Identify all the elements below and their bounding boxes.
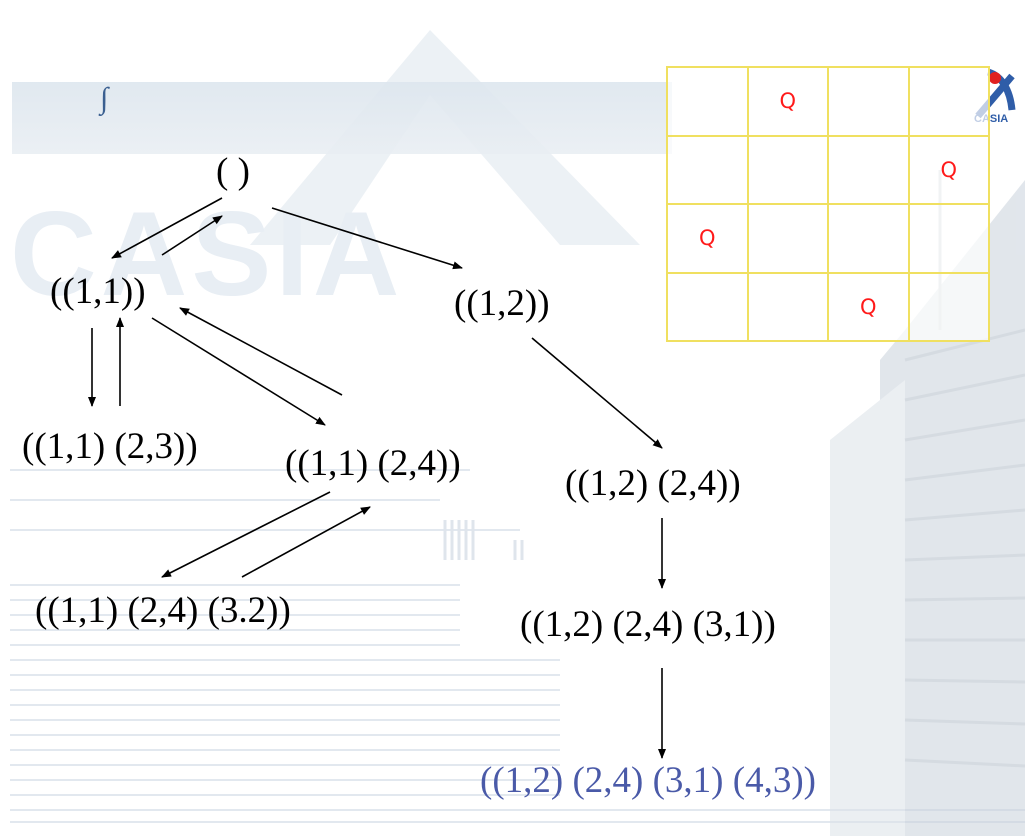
node-root: ( ) bbox=[216, 151, 250, 192]
edge-root-to-11 bbox=[111, 197, 223, 259]
board-cell bbox=[908, 204, 989, 273]
board-cell bbox=[747, 272, 828, 341]
node-12-24-31-43: ((1,2) (2,4) (3,1) (4,3)) bbox=[480, 760, 816, 801]
queen-marker: Q bbox=[698, 226, 716, 251]
edge-11-24-to-11 bbox=[179, 307, 343, 396]
board-cell: Q bbox=[908, 135, 989, 204]
board-cell bbox=[828, 67, 909, 136]
board-cell: Q bbox=[828, 272, 909, 341]
edge-11-to-11-24 bbox=[151, 317, 326, 426]
queen-marker: Q bbox=[940, 157, 958, 182]
board-cell bbox=[667, 272, 748, 341]
node-12-24: ((1,2) (2,4)) bbox=[565, 463, 741, 504]
board-cell bbox=[908, 272, 989, 341]
queen-marker: Q bbox=[779, 89, 797, 114]
board-cell bbox=[667, 135, 748, 204]
edge-11-24-32-to-11-24 bbox=[241, 506, 371, 578]
edge-root-to-12 bbox=[271, 207, 463, 270]
board-cell: Q bbox=[747, 67, 828, 136]
node-11: ((1,1)) bbox=[50, 271, 146, 312]
node-11-24-32: ((1,1) (2,4) (3.2)) bbox=[35, 590, 291, 631]
board-cell bbox=[747, 204, 828, 273]
node-12: ((1,2)) bbox=[454, 283, 550, 324]
watermark-text: CASIA bbox=[10, 187, 403, 321]
edge-12-to-12-24 bbox=[531, 337, 663, 449]
queen-marker: Q bbox=[859, 294, 877, 319]
board-cell: Q bbox=[667, 204, 748, 273]
board-cell bbox=[908, 67, 989, 136]
edge-11-to-root bbox=[161, 215, 223, 256]
board-cell bbox=[828, 135, 909, 204]
chess-board: Q Q Q Q bbox=[666, 66, 990, 342]
node-12-24-31: ((1,2) (2,4) (3,1)) bbox=[520, 604, 776, 645]
board-cell bbox=[747, 135, 828, 204]
node-11-23: ((1,1) (2,3)) bbox=[22, 426, 198, 467]
title-bar bbox=[12, 82, 672, 154]
board-cell bbox=[828, 204, 909, 273]
title-bar-mark: ∫ bbox=[100, 82, 109, 115]
board-cell bbox=[667, 67, 748, 136]
node-11-24: ((1,1) (2,4)) bbox=[285, 443, 461, 484]
edge-11-24-to-11-24-32 bbox=[161, 491, 331, 578]
